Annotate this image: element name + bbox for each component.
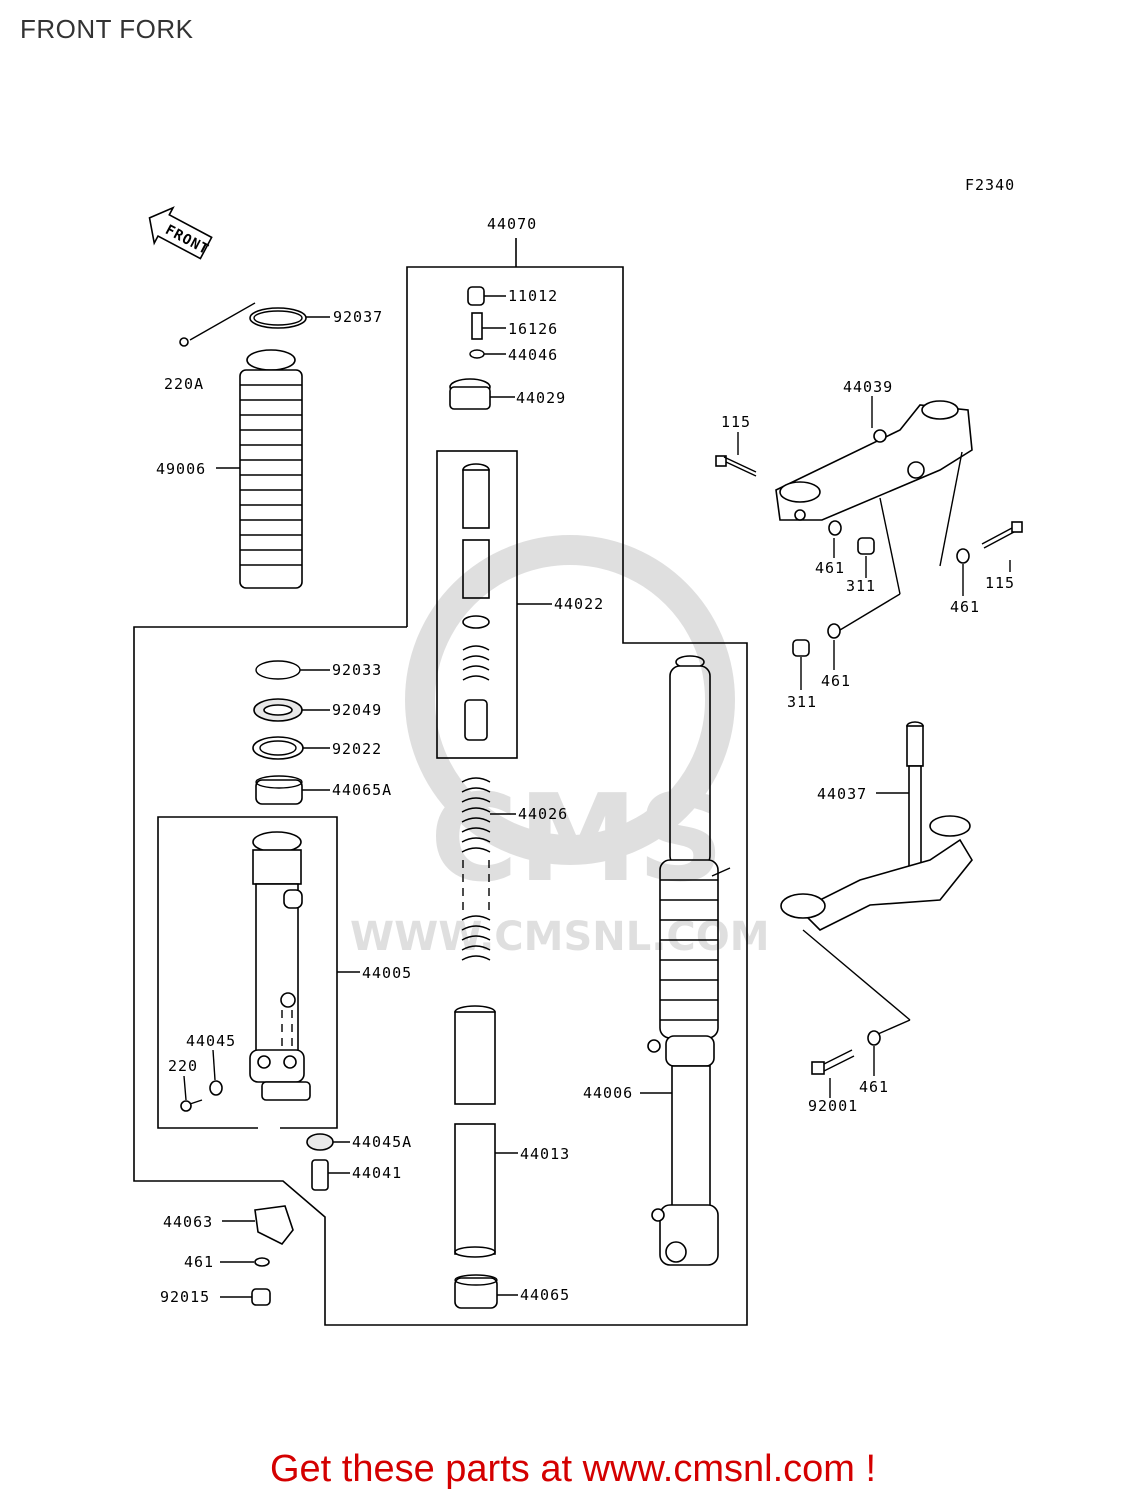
guide-bushing-a [255,779,303,805]
valve-cap [467,286,485,306]
figure-code: F2340 [965,176,1015,194]
part-label[interactable]: 44037 [817,785,867,803]
washer-461-b [956,548,970,564]
part-label[interactable]: 44039 [843,378,893,396]
part-label[interactable]: 92022 [332,740,382,758]
drain-washer [209,1080,223,1096]
part-label[interactable]: 92049 [332,701,382,719]
outer-fork-tube [249,831,311,1101]
part-label[interactable]: 311 [846,577,876,595]
inner-fork-tube [454,1005,496,1258]
part-label[interactable]: 461 [950,598,980,616]
washer-461-a [828,520,842,536]
upper-steering-bracket [775,400,973,521]
part-label[interactable]: 311 [787,693,817,711]
part-label[interactable]: 115 [985,574,1015,592]
part-label[interactable]: 44045A [352,1133,412,1151]
stem-clamp-bolt [811,1049,855,1075]
clamp-screw [179,337,189,347]
part-label[interactable]: 11012 [508,287,558,305]
part-label[interactable]: 220A [164,375,204,393]
holder-washer [254,1257,270,1267]
page-title: FRONT FORK [20,14,194,44]
part-label[interactable]: 44006 [583,1084,633,1102]
part-label[interactable]: 44063 [163,1213,213,1231]
part-label[interactable]: 44005 [362,964,412,982]
socket-washer [306,1133,334,1151]
part-label[interactable]: 44070 [487,215,537,233]
bracket-bolt-lower [981,521,1023,549]
part-label[interactable]: 44026 [518,805,568,823]
outer-tube-group-outline [157,816,338,1129]
part-label[interactable]: 44041 [352,1164,402,1182]
part-label[interactable]: 92001 [808,1097,858,1115]
part-label[interactable]: 49006 [156,460,206,478]
part-label[interactable]: 44029 [516,389,566,407]
part-label[interactable]: 44013 [520,1145,570,1163]
socket-bolt [311,1159,329,1191]
bracket-bolt-upper [715,455,757,477]
part-label[interactable]: 16126 [508,320,558,338]
part-label[interactable]: 44065 [520,1286,570,1304]
holder-nut [251,1288,271,1306]
steering-stem [780,721,973,931]
part-label[interactable]: 115 [721,413,751,431]
nut-311-a [857,537,875,555]
guide-bushing [454,1277,498,1309]
part-label[interactable]: 461 [184,1253,214,1271]
fork-spring [461,777,491,961]
nut-311-b [792,639,810,657]
part-label[interactable]: 44065A [332,781,392,799]
damper-rod-assembly [462,463,490,741]
part-label[interactable]: 44046 [508,346,558,364]
part-label[interactable]: 44022 [554,595,604,613]
axle-holder [254,1205,294,1246]
part-label[interactable]: 461 [815,559,845,577]
part-label[interactable]: 461 [859,1078,889,1096]
part-label[interactable]: 220 [168,1057,198,1075]
washer-461-c [827,623,841,639]
part-label[interactable]: 92037 [333,308,383,326]
arrow-icon [148,206,213,260]
circlip [255,660,301,680]
valve-o-ring [469,349,485,359]
front-direction-arrow: FRONT [148,206,213,260]
part-label[interactable]: 92033 [332,661,382,679]
fork-assembly-complete [647,655,731,1266]
fork-assembly-outline [133,266,748,1326]
washer-461-d [867,1030,881,1046]
footer-promo-text[interactable]: Get these parts at www.cmsnl.com ! [269,1448,877,1490]
part-label[interactable]: 92015 [160,1288,210,1306]
air-valve [471,312,483,340]
fork-boot [239,349,303,589]
part-label[interactable]: 44045 [186,1032,236,1050]
drain-screw [180,1100,192,1112]
part-label[interactable]: 461 [821,672,851,690]
